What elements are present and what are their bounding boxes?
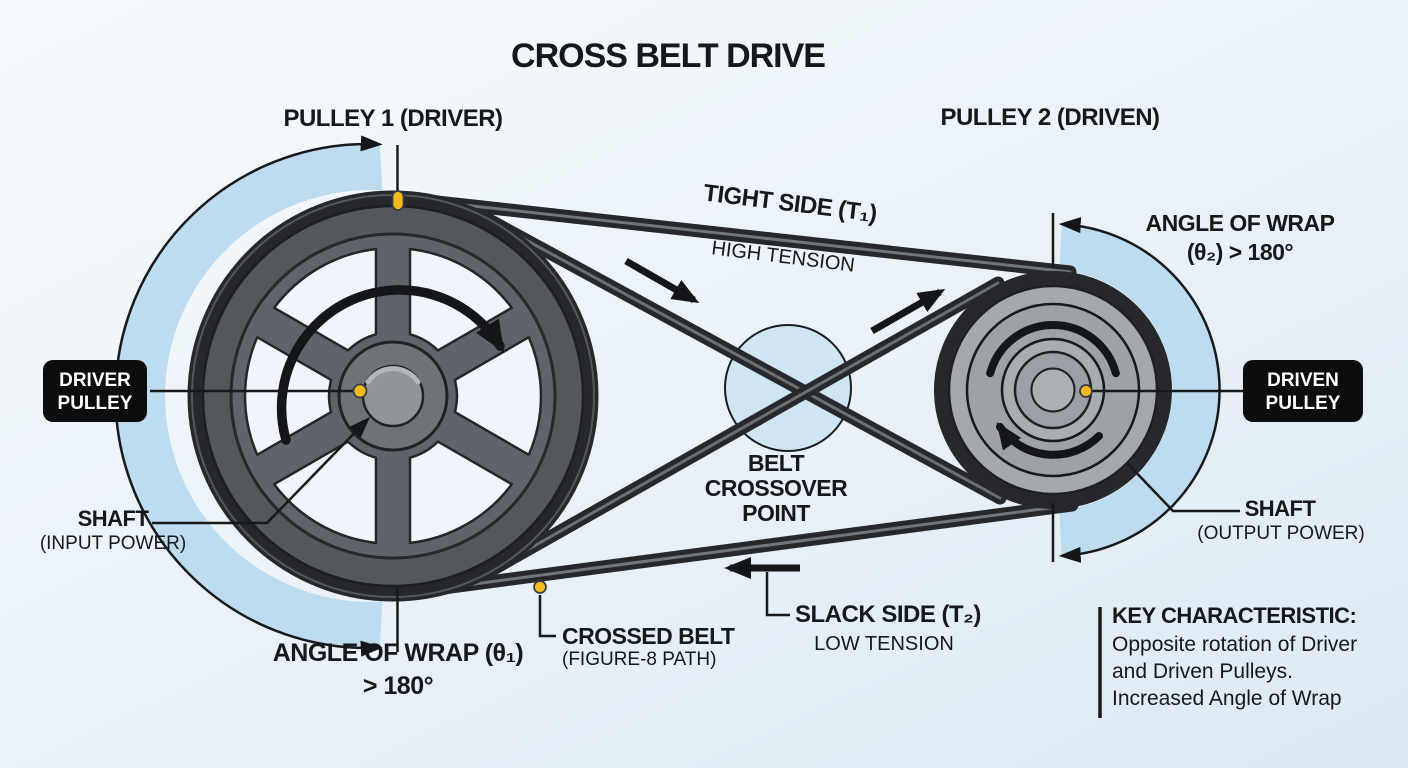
belt-strands <box>403 192 1079 599</box>
shaft-output-pointer <box>1126 462 1240 513</box>
angle-wrap2-line1: ANGLE OF WRAP <box>1145 210 1336 236</box>
driver-pulley-tag-line1: DRIVER <box>59 370 131 391</box>
driven-pulley-tag-line1: DRIVEN <box>1267 370 1339 391</box>
belt-direction-arrow-left <box>624 257 700 304</box>
yellow-markers <box>352 190 1093 594</box>
belt-strand-cross-up-highlight <box>481 281 1000 577</box>
crossed-belt-label: CROSSED BELT <box>562 623 735 649</box>
pulley1-title: PULLEY 1 (DRIVER) <box>283 105 503 132</box>
shaft-input-label: SHAFT <box>77 506 149 531</box>
driven-pulley-tag: DRIVEN PULLEY <box>1243 360 1363 422</box>
slack-side-pointer <box>765 572 790 617</box>
belt-strand-bottom-highlight <box>411 503 1074 594</box>
figure8-path-label: (FIGURE-8 PATH) <box>562 649 717 670</box>
wrap-band-pulley2 <box>1059 224 1220 556</box>
pulley1-wheel <box>187 190 599 602</box>
crossover-label-line1: BELT <box>747 450 805 476</box>
shaft-input-pointer <box>152 416 371 525</box>
pulley1-hub-highlight <box>365 366 421 385</box>
pulley1-shaft-dot <box>352 383 368 399</box>
crossed-belt-pointer <box>538 595 556 638</box>
pulley2-title: PULLEY 2 (DRIVEN) <box>940 104 1160 131</box>
driver-pulley-tag-line2: PULLEY <box>57 393 133 414</box>
angle-wrap1-line1: ANGLE OF WRAP (θ₁) <box>272 639 524 667</box>
slack-side-label: SLACK SIDE (T₂) <box>795 601 981 628</box>
pulley2-rotation-arrow-top <box>986 320 1120 378</box>
pulley1-windows <box>243 247 543 545</box>
belt-strand-cross-down-highlight <box>478 213 1002 500</box>
angle-wrap2-line2: (θ₂) > 180° <box>1186 239 1294 265</box>
low-tension-label: LOW TENSION <box>814 633 954 655</box>
belt-direction-arrow-right <box>870 288 946 335</box>
key-characteristic-line2: and Driven Pulleys. <box>1112 660 1293 683</box>
key-characteristic-line1: Opposite rotation of Driver <box>1112 633 1358 656</box>
pulley2-rotation-arrow-bottom <box>996 422 1103 459</box>
shaft-output-sublabel: (OUTPUT POWER) <box>1197 523 1365 544</box>
crossover-label-line2: CROSSOVER <box>704 475 848 501</box>
crossed-belt-dot <box>533 580 547 594</box>
angle-wrap1-line2: > 180° <box>362 672 434 700</box>
callout-lines <box>150 145 1243 718</box>
belt-strand-top-highlight <box>408 197 1072 274</box>
page-title: CROSS BELT DRIVE <box>511 37 826 75</box>
key-characteristic-title: KEY CHARACTERISTIC: <box>1112 603 1357 628</box>
shaft-output-label: SHAFT <box>1244 496 1316 521</box>
shaft-input-sublabel: (INPUT POWER) <box>39 533 187 554</box>
pulley2-shaft-dot <box>1079 384 1093 398</box>
pulley1-belt-marker <box>391 190 405 211</box>
crossover-label-line3: POINT <box>742 500 810 526</box>
driven-pulley-tag-line2: PULLEY <box>1265 393 1341 414</box>
pulley2-hub-bore <box>1030 367 1076 413</box>
key-characteristic-line3: Increased Angle of Wrap <box>1112 687 1342 710</box>
driver-pulley-tag: DRIVER PULLEY <box>43 360 147 422</box>
